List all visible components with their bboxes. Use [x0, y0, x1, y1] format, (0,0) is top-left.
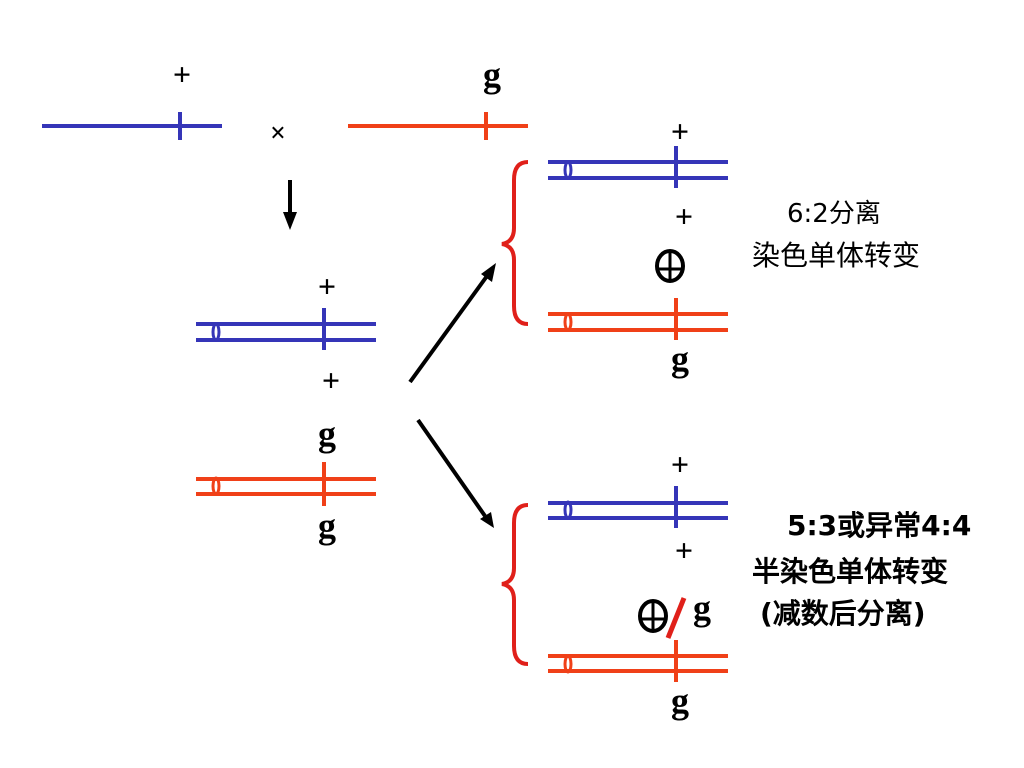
middle-second-plus: +: [322, 362, 340, 398]
lower-blue-duplex: [548, 486, 728, 528]
upper-circle-plus-icon: [655, 249, 685, 283]
middle-first-g: g: [318, 414, 336, 454]
middle-top-plus: +: [318, 268, 336, 304]
centromere-icon: [563, 654, 573, 674]
centromere-icon: [211, 322, 221, 342]
lower-circle-plus-icon: [638, 599, 668, 633]
arrow-up-right: [408, 263, 496, 384]
lower-slash-g: g: [693, 588, 711, 628]
upper-blue-duplex: [548, 146, 728, 188]
lower-top-plus: +: [671, 446, 689, 482]
centromere-icon: [211, 476, 221, 496]
middle-bottom-g: g: [318, 506, 336, 546]
centromere-icon: [563, 500, 573, 520]
lower-postmeiotic-label: (减数后分离): [760, 597, 926, 630]
parent-mutant: g: [348, 55, 528, 140]
upper-brace: [501, 160, 529, 326]
centromere-icon: [563, 160, 573, 180]
upper-second-plus: +: [675, 198, 693, 234]
cross-symbol: ×: [270, 118, 286, 149]
lower-second-plus: +: [675, 532, 693, 568]
lower-brace: [501, 503, 529, 666]
centromere-icon: [563, 312, 573, 332]
parent-g-label: g: [483, 55, 501, 95]
lower-conversion-label: 半染色单体转变: [752, 555, 949, 588]
lower-bottom-g: g: [671, 681, 689, 721]
lower-ratio-label: 5:3或异常4:4: [787, 509, 972, 542]
upper-ratio-label: 6:2分离: [787, 199, 881, 229]
down-arrow: [283, 180, 297, 230]
lower-red-duplex: [548, 640, 728, 682]
upper-red-duplex: [548, 298, 728, 340]
upper-bottom-g: g: [671, 339, 689, 379]
parent-wild-type: +: [42, 56, 222, 140]
parent-plus-label: +: [173, 56, 191, 92]
arrow-down-right: [416, 418, 494, 528]
upper-conversion-label: 染色单体转变: [752, 239, 921, 272]
upper-top-plus: +: [671, 113, 689, 149]
middle-blue-duplex: [196, 308, 376, 350]
lower-red-slash: [665, 597, 687, 639]
middle-red-duplex: [196, 462, 376, 506]
